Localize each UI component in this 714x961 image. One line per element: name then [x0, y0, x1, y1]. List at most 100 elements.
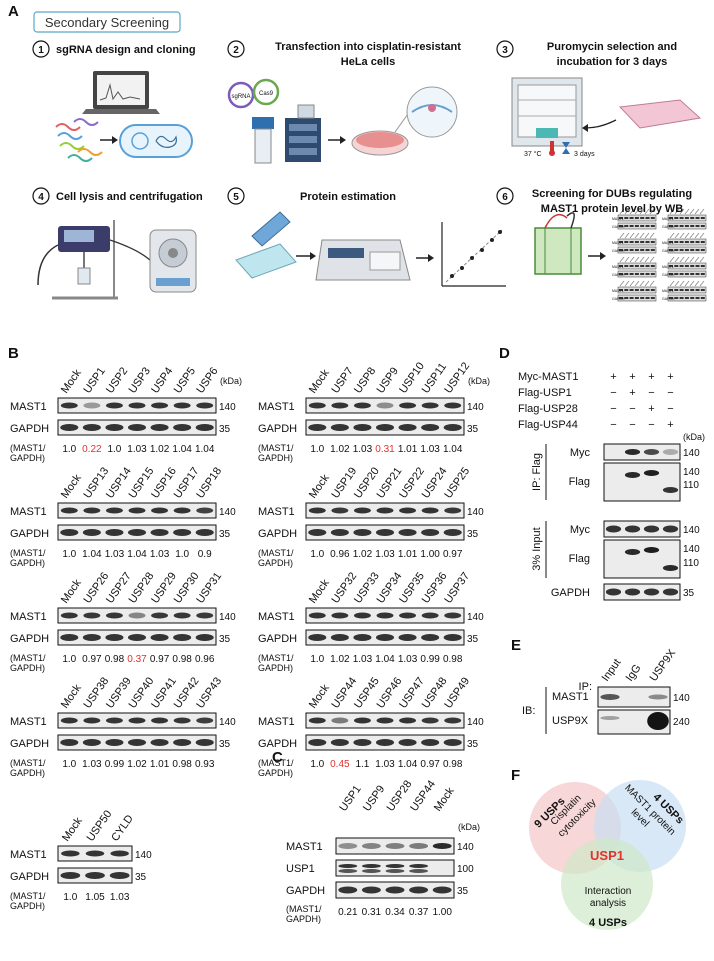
- gapdh-band: [82, 739, 101, 746]
- mini-lane-label: [674, 208, 680, 215]
- kda-label: (kDa): [220, 376, 242, 386]
- mast1-band: [376, 612, 394, 619]
- mast1-band: [83, 612, 101, 619]
- step-number-circle: [227, 40, 245, 58]
- condition-sign: +: [610, 371, 616, 383]
- standard-curve-icon: [441, 222, 506, 287]
- band: [662, 525, 679, 533]
- condition-sign: −: [667, 403, 673, 415]
- mini-lane-label: [624, 208, 630, 215]
- lane-label: Mock: [59, 682, 84, 711]
- ratio-value: 1.04: [82, 549, 102, 560]
- mini-lane-label: [674, 232, 680, 239]
- mini-lane-label: [669, 256, 675, 263]
- gapdh-band: [330, 529, 349, 536]
- condition-sign: +: [648, 403, 654, 415]
- gapdh-band: [375, 634, 395, 641]
- ratio-value: 1.04: [443, 444, 463, 455]
- mini-row-label: MAST1: [612, 289, 624, 293]
- gapdh-band: [432, 886, 452, 894]
- mini-band: [650, 217, 655, 219]
- condition-label: Flag-USP1: [518, 387, 572, 399]
- mini-band: [690, 265, 695, 267]
- ratio-label: GAPDH): [10, 453, 45, 463]
- mini-lane-label: [649, 208, 655, 215]
- input-label: 3% Input: [531, 527, 543, 570]
- mast1-band: [399, 612, 417, 619]
- mini-band: [690, 289, 695, 291]
- mini-lane-label: [669, 280, 675, 287]
- row-label-gapdh: GAPDH: [10, 528, 49, 540]
- usp1-band: [409, 869, 429, 873]
- ratio-value: 1.03: [150, 549, 170, 560]
- mast1-band: [444, 717, 462, 724]
- sgrna-strands-icon: [55, 118, 103, 162]
- ratio-value: 1.02: [127, 759, 147, 770]
- mini-band: [629, 265, 634, 267]
- kda-label: (kDa): [683, 432, 705, 442]
- arrow-icon: [296, 252, 316, 260]
- band: [600, 716, 620, 720]
- wb-tank-icon: [534, 212, 582, 275]
- gapdh-band: [361, 886, 381, 894]
- mast1-band: [110, 850, 129, 857]
- gapdh-band: [338, 886, 358, 894]
- row-label: Flag: [569, 476, 590, 488]
- mini-lane-label: [624, 256, 630, 263]
- lane-label: USP7: [329, 365, 355, 395]
- mast1-band: [376, 402, 394, 409]
- step-number-circle: [496, 187, 514, 205]
- mini-band: [679, 225, 684, 227]
- panel-letter-e: E: [511, 637, 521, 654]
- mw-marker: 35: [219, 424, 231, 435]
- mini-lane-label: [644, 256, 650, 263]
- mini-row-label: GAPDH: [662, 297, 675, 301]
- mw-marker: 140: [683, 467, 700, 478]
- mini-band: [690, 249, 695, 251]
- gapdh-band: [127, 739, 147, 746]
- mast1-band: [338, 843, 358, 849]
- ratio-label: GAPDH): [10, 558, 45, 568]
- mini-band: [650, 249, 655, 251]
- mw-marker: 140: [467, 717, 484, 728]
- mast1-band: [105, 402, 123, 409]
- mini-lane-label: [634, 256, 640, 263]
- lane-label: USP1: [337, 783, 363, 813]
- ratio-value: 0.34: [385, 907, 405, 918]
- mini-band: [679, 217, 684, 219]
- mini-lane-label: [644, 280, 650, 287]
- mini-lane-label: [699, 256, 705, 263]
- lane-label: USP5: [172, 365, 198, 395]
- gapdh-band: [308, 634, 327, 641]
- mw-marker: 110: [683, 480, 699, 491]
- ratio-value: 1.03: [127, 444, 147, 455]
- lane-label: Mock: [432, 785, 457, 814]
- mast1-band: [331, 717, 349, 724]
- laptop-icon: [82, 71, 160, 114]
- band: [600, 694, 620, 700]
- mini-band: [700, 273, 705, 275]
- mini-lane-label: [694, 232, 700, 239]
- venn-count: 4 USPs: [589, 917, 627, 929]
- step-number: 6: [502, 192, 508, 203]
- mini-band: [619, 225, 623, 227]
- mini-band: [684, 241, 689, 243]
- row-label-gapdh: GAPDH: [10, 633, 49, 645]
- mw-marker: 140: [457, 842, 474, 853]
- mw-marker: 35: [457, 886, 469, 897]
- mast1-band: [421, 612, 439, 619]
- mini-lane-label: [684, 208, 690, 215]
- lane-label: Mock: [307, 367, 332, 396]
- condition-sign: +: [629, 371, 635, 383]
- condition-sign: −: [629, 403, 635, 415]
- gapdh-band: [60, 739, 79, 746]
- ratio-label: (MAST1/: [10, 443, 46, 453]
- mini-band: [669, 289, 673, 291]
- lane-label: Input: [600, 657, 624, 684]
- ratio-label: GAPDH): [258, 663, 293, 673]
- sonicator-icon: [37, 220, 118, 300]
- condition-sign: +: [629, 387, 635, 399]
- temperature-label: 37 °C: [524, 150, 542, 158]
